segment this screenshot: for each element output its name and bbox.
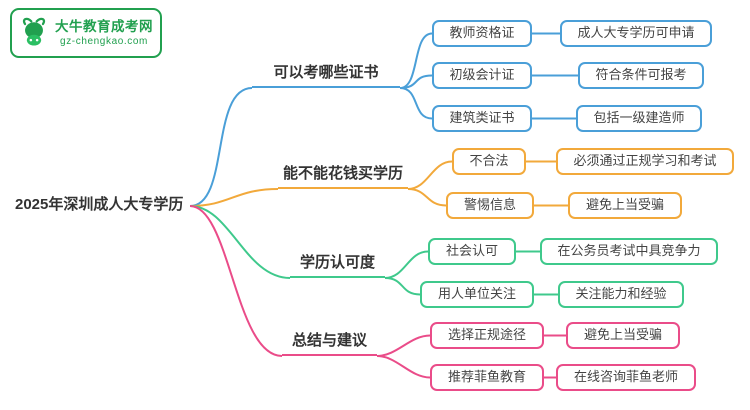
node-illegal: 不合法 <box>452 148 526 175</box>
leaf-employer-focus: 关注能力和经验 <box>558 281 684 308</box>
node-formal-channel: 选择正规途径 <box>430 322 544 349</box>
leaf-beware-info: 避免上当受骗 <box>568 192 682 219</box>
site-logo: 大牛教育成考网 gz-chengkao.com <box>10 8 162 58</box>
node-recommend-feiyu: 推荐菲鱼教育 <box>430 364 544 391</box>
bull-icon <box>22 17 46 46</box>
node-beware-info: 警惕信息 <box>446 192 534 219</box>
branch-certificates: 可以考哪些证书 <box>252 61 400 88</box>
branch-buy-diploma: 能不能花钱买学历 <box>278 162 408 189</box>
branch-summary: 总结与建议 <box>282 329 377 356</box>
root-node: 2025年深圳成人大专学历 <box>15 196 184 213</box>
leaf-teacher-cert: 成人大专学历可申请 <box>560 20 712 47</box>
branch-recognition: 学历认可度 <box>290 251 385 278</box>
leaf-illegal: 必须通过正规学习和考试 <box>556 148 734 175</box>
node-employer-focus: 用人单位关注 <box>420 281 534 308</box>
node-accounting-cert: 初级会计证 <box>432 62 532 89</box>
logo-subtitle: gz-chengkao.com <box>60 36 148 47</box>
leaf-construction-cert: 包括一级建造师 <box>576 105 702 132</box>
node-construction-cert: 建筑类证书 <box>432 105 532 132</box>
node-teacher-cert: 教师资格证 <box>432 20 532 47</box>
node-social-recognition: 社会认可 <box>428 238 516 265</box>
leaf-accounting-cert: 符合条件可报考 <box>578 62 704 89</box>
logo-title: 大牛教育成考网 <box>55 19 153 34</box>
leaf-recommend-feiyu: 在线咨询菲鱼老师 <box>556 364 696 391</box>
leaf-social-recognition: 在公务员考试中具竞争力 <box>540 238 718 265</box>
leaf-formal-channel: 避免上当受骗 <box>566 322 680 349</box>
